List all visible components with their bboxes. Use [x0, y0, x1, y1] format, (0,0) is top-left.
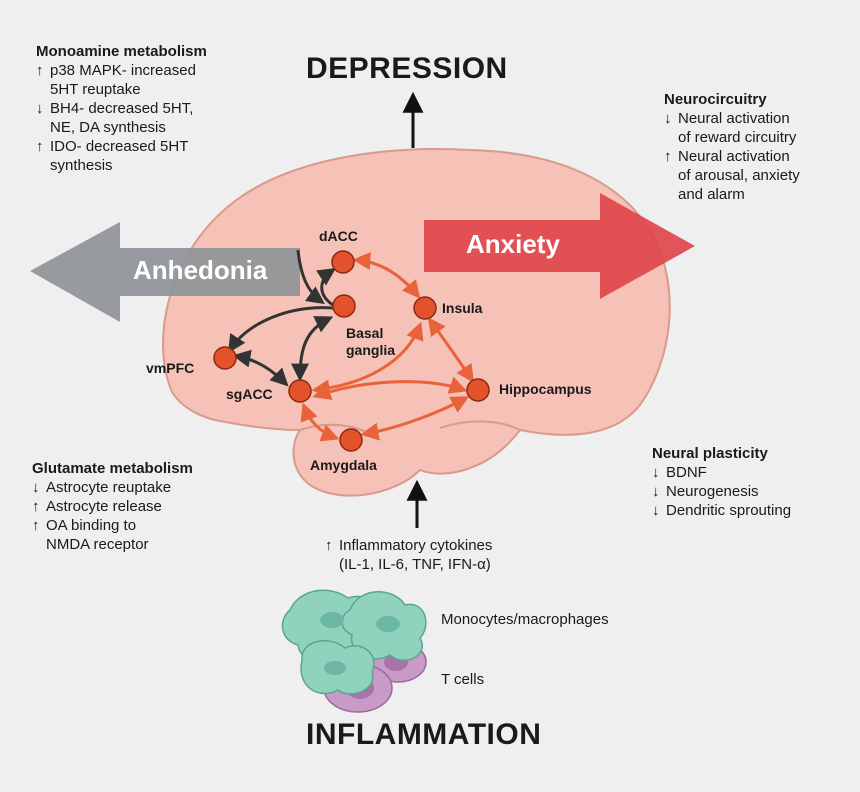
label-insula: Insula — [442, 300, 483, 316]
glutamate-heading: Glutamate metabolism — [32, 460, 193, 477]
link-dacc-insula — [352, 252, 421, 299]
label-basal-line1: Basal — [346, 325, 384, 341]
brain-shape — [162, 148, 671, 497]
glutamate-item: ↓ Astrocyte reuptake — [32, 478, 193, 497]
label-dacc: dACC — [319, 228, 358, 244]
plasticity-item: ↓ BDNF — [652, 463, 791, 482]
down-arrow-icon: ↓ — [652, 483, 660, 500]
anxiety-arrow-shape — [424, 193, 695, 299]
up-arrow-icon: ↑ — [664, 148, 672, 165]
plasticity-item: ↓ Neurogenesis — [652, 482, 791, 501]
node-sgacc — [288, 379, 312, 403]
label-vmpfc: vmPFC — [146, 360, 195, 376]
monocyte-nucleus — [320, 612, 344, 628]
down-arrow-icon: ↓ — [652, 502, 660, 519]
label-amygdala: Amygdala — [310, 457, 377, 473]
label-hippocampus: Hippocampus — [499, 381, 592, 397]
link-basal-sgacc — [291, 316, 334, 382]
monoamine-item: ↑ IDO- decreased 5HT — [36, 137, 207, 156]
neurocircuitry-heading: Neurocircuitry — [664, 91, 767, 108]
monoamine-item: ↑ p38 MAPK- increased — [36, 61, 207, 80]
link-dacc-loop — [296, 249, 325, 305]
monoamine-item-cont: synthesis — [50, 157, 113, 174]
item-text: Neural activation — [678, 148, 790, 165]
neurocircuitry-block: Neurocircuitry ↓ Neural activation of rew… — [664, 90, 800, 204]
anxiety-label: Anxiety — [466, 229, 560, 259]
monocyte-nucleus — [324, 661, 346, 675]
item-text: Neurogenesis — [666, 483, 759, 500]
anhedonia-label: Anhedonia — [133, 255, 268, 285]
cytokines-line-cont: (IL-1, IL-6, TNF, IFN-α) — [339, 556, 491, 573]
neurocircuitry-item-cont: and alarm — [678, 186, 745, 203]
neurocircuitry-item: ↑ Neural activation — [664, 147, 800, 166]
glutamate-block: Glutamate metabolism ↓ Astrocyte reuptake… — [32, 459, 193, 554]
up-arrow-icon: ↑ — [32, 517, 40, 534]
item-text: Astrocyte release — [46, 498, 162, 515]
glutamate-item-cont: NMDA receptor — [46, 536, 149, 553]
node-amygdala — [339, 428, 363, 452]
node-hippocampus — [466, 378, 490, 402]
node-vmpfc — [213, 346, 237, 370]
label-basal-ganglia: Basal ganglia — [346, 325, 395, 359]
link-sgacc-amygdala — [300, 402, 340, 442]
anhedonia-arrow-shape — [30, 222, 300, 322]
link-basal-vmpfc — [228, 306, 334, 354]
depression-title: DEPRESSION — [306, 52, 508, 85]
monocytes-label: Monocytes/macrophages — [441, 611, 609, 628]
item-text: Neural activation — [678, 110, 790, 127]
neurocircuitry-item: ↓ Neural activation — [664, 109, 800, 128]
monoamine-item-cont: NE, DA synthesis — [50, 119, 166, 136]
item-text: BH4- decreased 5HT, — [50, 100, 194, 117]
plasticity-heading: Neural plasticity — [652, 445, 768, 462]
item-text: Dendritic sprouting — [666, 502, 792, 519]
glutamate-item: ↑ Astrocyte release — [32, 497, 193, 516]
down-arrow-icon: ↓ — [36, 100, 44, 117]
item-text: Astrocyte reuptake — [46, 479, 172, 496]
neurocircuitry-item-cont: of reward circuitry — [678, 129, 797, 146]
up-arrow-icon: ↑ — [36, 138, 44, 155]
monoamine-block: Monoamine metabolism ↑ p38 MAPK- increase… — [36, 42, 207, 175]
item-text: IDO- decreased 5HT — [50, 138, 189, 155]
down-arrow-icon: ↓ — [652, 464, 660, 481]
plasticity-block: Neural plasticity ↓ BDNF ↓ Neurogenesis ↓ D… — [652, 444, 791, 520]
cytokines-block: ↑ Inflammatory cytokines (IL-1, IL-6, TNF… — [325, 536, 492, 574]
up-arrow-icon: ↑ — [36, 62, 44, 79]
link-insula-hippocampus — [427, 317, 474, 383]
node-basal-ganglia — [332, 294, 356, 318]
up-arrow-icon: ↑ — [325, 537, 333, 554]
monoamine-item-cont: 5HT reuptake — [50, 81, 141, 98]
node-dacc — [331, 250, 355, 274]
item-text: OA binding to — [46, 517, 137, 534]
label-sgacc: sgACC — [226, 386, 273, 402]
monoamine-item: ↓ BH4- decreased 5HT, — [36, 99, 207, 118]
inflammation-title: INFLAMMATION — [306, 718, 542, 751]
link-amygdala-hippocampus — [360, 396, 470, 441]
item-text: p38 MAPK- increased — [50, 62, 196, 79]
node-insula — [413, 296, 437, 320]
cytokines-line: ↑ Inflammatory cytokines — [325, 536, 492, 555]
tcells-label: T cells — [441, 671, 485, 688]
label-basal-line2: ganglia — [346, 342, 396, 358]
monoamine-heading: Monoamine metabolism — [36, 43, 207, 60]
monocyte-nucleus — [376, 616, 400, 632]
item-text: BDNF — [666, 464, 707, 481]
link-sgacc-hippocampus — [312, 376, 468, 400]
down-arrow-icon: ↓ — [32, 479, 40, 496]
down-arrow-icon: ↓ — [664, 110, 672, 127]
neurocircuitry-item-cont: of arousal, anxiety — [678, 167, 800, 184]
glutamate-item: ↑ OA binding to — [32, 516, 193, 535]
item-text: Inflammatory cytokines — [339, 537, 493, 554]
link-vmpfc-sgacc — [232, 349, 289, 387]
up-arrow-icon: ↑ — [32, 498, 40, 515]
plasticity-item: ↓ Dendritic sprouting — [652, 501, 791, 520]
